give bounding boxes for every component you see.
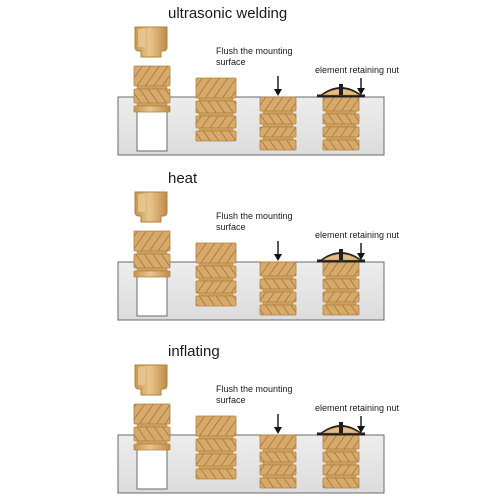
retaining-screw-head-icon [317, 84, 365, 98]
nut-label: element retaining nut [315, 403, 400, 413]
flush-label: surface [216, 222, 246, 232]
mounting-hole [136, 272, 168, 317]
retaining-screw-head-icon [317, 249, 365, 263]
installation-tool-head [134, 26, 168, 58]
flush-label: Flush the mounting [216, 46, 293, 56]
flush-arrow-icon [357, 243, 365, 260]
knurled-insert [322, 434, 360, 489]
flush-arrow-icon [274, 241, 282, 261]
knurled-insert [195, 77, 237, 142]
knurled-insert [259, 261, 297, 316]
flush-arrow-icon [274, 414, 282, 434]
section-title: ultrasonic welding [168, 5, 287, 22]
knurled-insert [259, 434, 297, 489]
installation-tool-head [134, 191, 168, 223]
retaining-screw-head-icon [317, 422, 365, 436]
flush-label: Flush the mounting [216, 211, 293, 221]
nut-label: element retaining nut [315, 65, 400, 75]
knurled-insert [133, 65, 171, 113]
flush-arrow-icon [357, 416, 365, 433]
knurled-insert [195, 242, 237, 307]
installation-tool-head [134, 364, 168, 396]
flush-label: surface [216, 57, 246, 67]
flush-label: Flush the mounting [216, 384, 293, 394]
flush-label: surface [216, 395, 246, 405]
mounting-hole [136, 445, 168, 490]
knurled-insert [195, 415, 237, 480]
knurled-insert [322, 96, 360, 151]
nut-label: element retaining nut [315, 230, 400, 240]
knurled-insert [133, 230, 171, 278]
section-title: heat [168, 170, 198, 187]
section-title: inflating [168, 343, 220, 360]
mounting-hole [136, 107, 168, 152]
flush-arrow-icon [274, 76, 282, 96]
knurled-insert [322, 261, 360, 316]
knurled-insert [133, 403, 171, 451]
knurled-insert [259, 96, 297, 151]
flush-arrow-icon [357, 78, 365, 95]
